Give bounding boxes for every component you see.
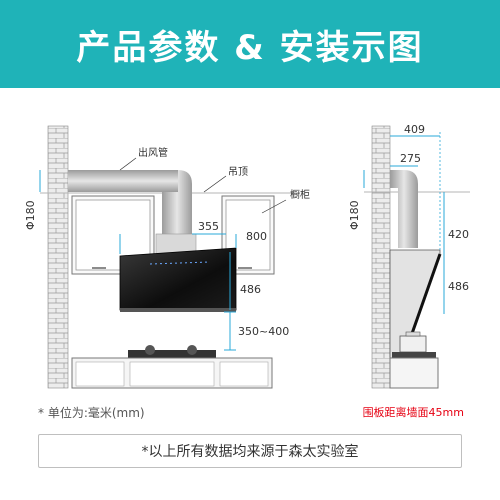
side-dim-duct-diameter: Φ180 — [348, 200, 361, 230]
side-duct-pipe — [390, 170, 418, 248]
side-stove — [392, 352, 436, 358]
disclaimer-text: *以上所有数据均来源于森太实验室 — [141, 444, 359, 460]
duct-pipe-elbow — [162, 170, 192, 212]
side-dim-duct-offset: 275 — [400, 152, 421, 165]
base-cabinet-door — [219, 361, 269, 387]
duct-leader-line — [119, 157, 137, 171]
burner-left — [145, 345, 155, 355]
unit-note: * 单位为:毫米(mm) — [38, 406, 145, 420]
front-view: 出风管 吊顶 橱柜 Φ180 355 800 486 350~400 — [24, 125, 310, 389]
pot — [399, 335, 427, 353]
dim-duct-diameter: Φ180 — [24, 200, 37, 230]
pot-lid — [405, 331, 421, 337]
hood-bottom-strip — [120, 308, 236, 312]
page-title: 产品参数 & 安装示图 — [76, 27, 424, 68]
side-dim-lower-height: 486 — [448, 280, 469, 293]
dim-height: 486 — [240, 283, 261, 296]
ceiling-leader-line — [203, 175, 227, 193]
stove-top — [128, 350, 216, 358]
ceiling-label: 吊顶 — [228, 166, 248, 178]
brick-wall-right — [371, 125, 391, 389]
brick-wall-left — [47, 125, 69, 389]
side-view: 409 275 Φ180 420 486 — [348, 123, 470, 389]
base-cabinet-door — [75, 361, 125, 387]
disclaimer-box: *以上所有数据均来源于森太实验室 — [38, 434, 462, 468]
side-base-cabinet — [389, 357, 439, 389]
range-hood-front — [119, 247, 237, 311]
duct-pipe-horizontal — [68, 170, 178, 192]
dim-depth: 355 — [198, 220, 219, 233]
cabinet-leader-line — [261, 199, 287, 214]
burner-right — [187, 345, 197, 355]
hood-control-panel — [149, 261, 211, 265]
side-dim-top-depth: 409 — [404, 123, 425, 136]
side-dim-upper-height: 420 — [448, 228, 469, 241]
header-banner: 产品参数 & 安装示图 — [0, 0, 500, 88]
cabinet-label: 橱柜 — [290, 188, 310, 201]
dim-width: 800 — [246, 230, 267, 243]
duct-label: 出风管 — [138, 146, 168, 159]
installation-diagram: 出风管 吊顶 橱柜 Φ180 355 800 486 350~400 — [24, 123, 470, 389]
base-cabinet-door — [129, 361, 215, 387]
wall-distance-note: 围板距离墙面45mm — [362, 406, 464, 419]
dim-install-height: 350~400 — [238, 325, 289, 338]
